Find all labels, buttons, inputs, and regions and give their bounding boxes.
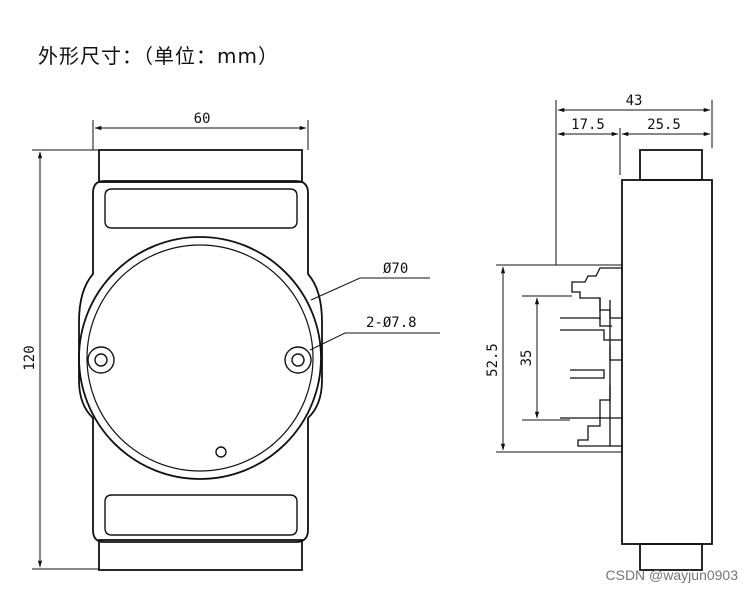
side-top-tab (639, 149, 703, 181)
left-mount-hole (94, 353, 108, 367)
holes-leader (309, 332, 440, 351)
diameter-label: Ø70 (383, 261, 408, 277)
right-mount-hole (291, 353, 305, 367)
top-tab (98, 149, 303, 183)
front-body-outline (78, 180, 323, 543)
width-label: 60 (194, 111, 211, 127)
bottom-window (104, 494, 298, 536)
top-window (104, 188, 298, 229)
right-mount-hole-outer (284, 346, 312, 374)
side-body (621, 179, 713, 545)
diameter-leader (310, 277, 430, 301)
side-bottom-tab (639, 543, 703, 571)
watermark: CSDN @wayjun0903 (605, 567, 739, 583)
bottom-tab (98, 539, 303, 571)
right-offset-label: 25.5 (647, 117, 681, 133)
outer-circle (78, 236, 322, 480)
front-view: 60 120 Ø70 2-Ø7.8 (22, 111, 440, 571)
left-offset-label: 17.5 (571, 117, 605, 133)
din-clip (560, 267, 622, 447)
side-view: 43 17.5 25.5 52.5 35 (485, 93, 713, 571)
depth-label: 43 (626, 93, 643, 109)
inner-circle (86, 244, 314, 472)
height-label: 120 (22, 345, 38, 370)
left-mount-hole-outer (87, 346, 115, 374)
diagram-title: 外形尺寸：（单位：mm） (38, 44, 279, 68)
holes-label: 2-Ø7.8 (366, 315, 417, 331)
rail-inner-label: 35 (519, 350, 535, 367)
indicator-dot (215, 446, 227, 458)
rail-height-label: 52.5 (485, 343, 501, 377)
